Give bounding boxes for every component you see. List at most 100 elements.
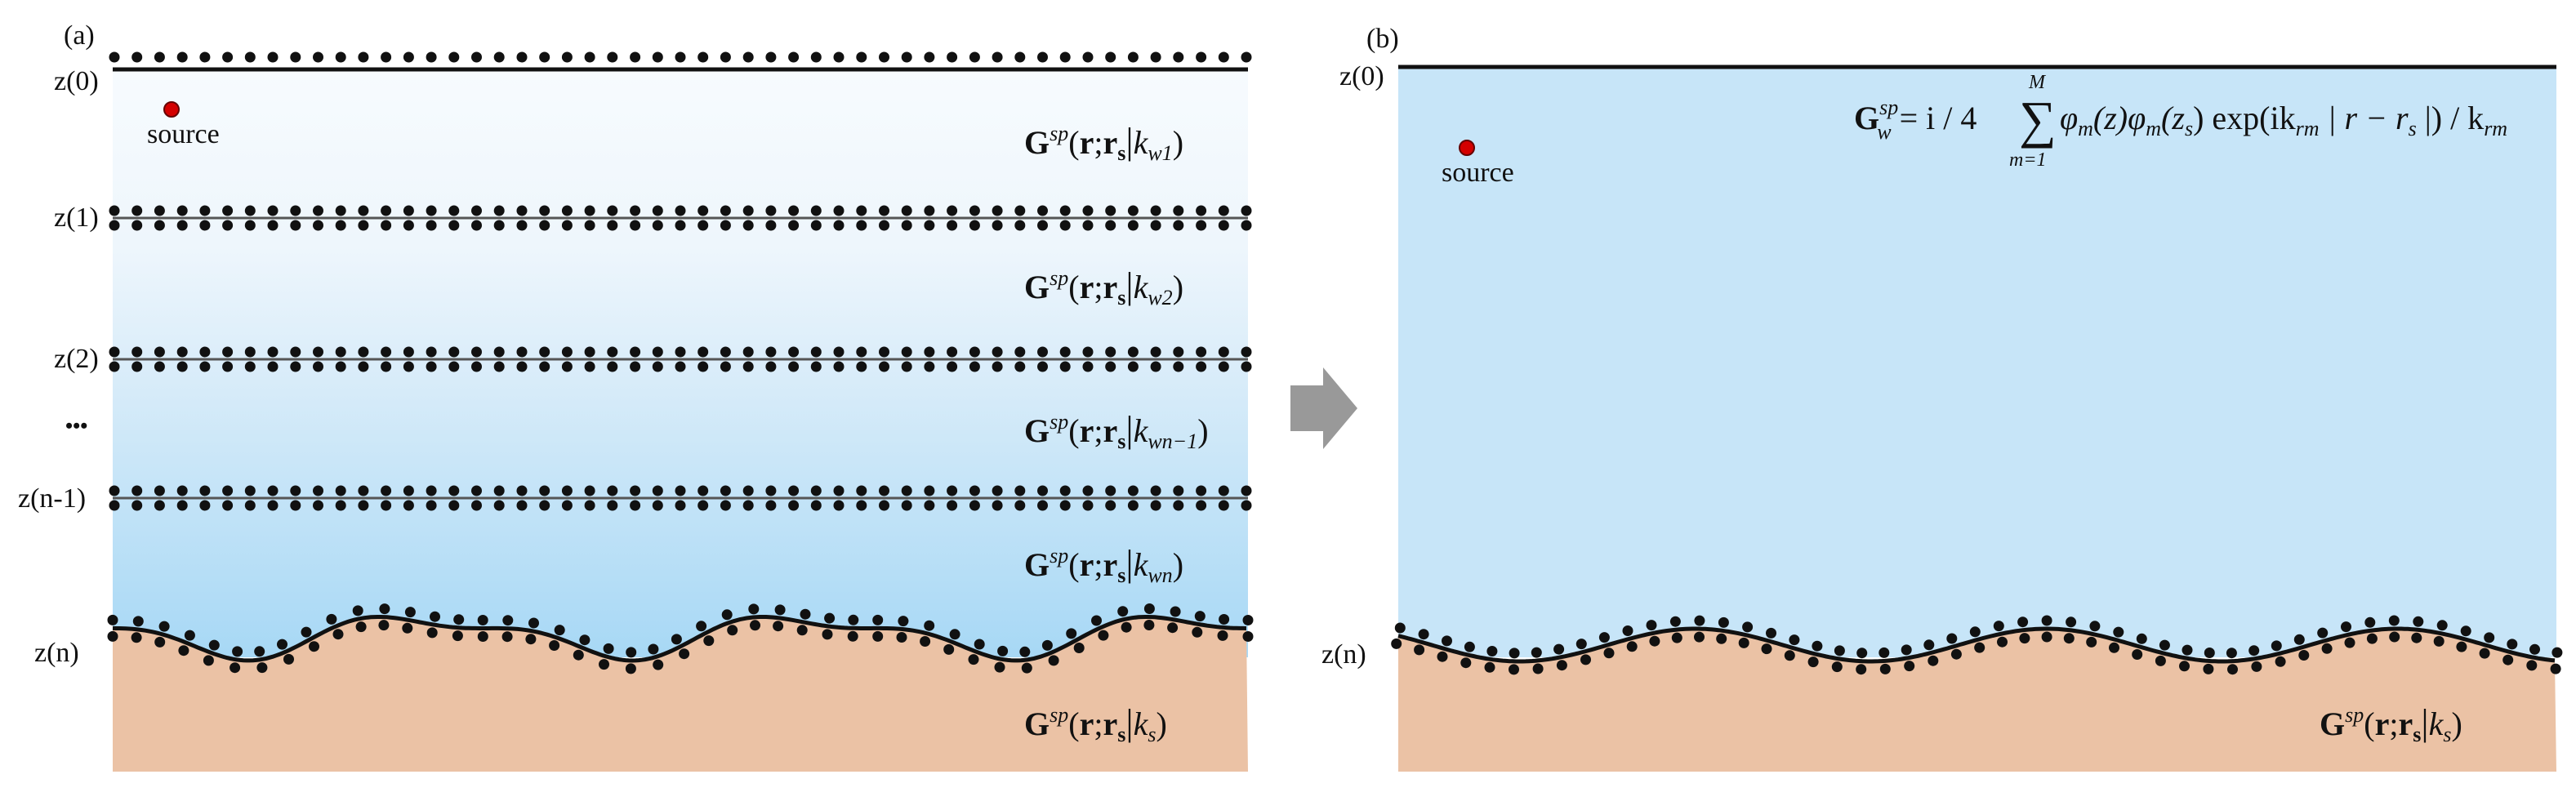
seabed-grid-point xyxy=(203,655,214,666)
seabed-grid-point xyxy=(800,608,811,620)
interface-grid-point xyxy=(879,500,889,511)
interface-grid-point xyxy=(1127,500,1139,511)
interface-grid-point xyxy=(267,346,279,358)
seabed-grid-point xyxy=(277,639,287,650)
interface-grid-point xyxy=(426,220,437,231)
seabed-grid-point xyxy=(2182,644,2193,656)
interface-grid-point xyxy=(584,220,595,231)
seabed-grid-point xyxy=(1486,646,1498,656)
interface-grid-point xyxy=(1173,205,1184,216)
interface-grid-point xyxy=(652,220,663,231)
interface-grid-point xyxy=(1037,220,1048,231)
interface-grid-point xyxy=(697,361,709,372)
seabed-grid-point xyxy=(2275,656,2286,667)
interface-grid-point xyxy=(584,346,595,358)
seabed-grid-point xyxy=(1143,620,1155,630)
surface-grid-point xyxy=(222,51,234,63)
interface-grid-point xyxy=(290,500,301,511)
surface-grid-point xyxy=(901,51,912,63)
interface-grid-point xyxy=(176,205,188,216)
interface-grid-point xyxy=(1082,205,1094,216)
interface-grid-point xyxy=(1218,346,1229,358)
interface-grid-point xyxy=(675,205,686,216)
interface-grid-point xyxy=(1196,500,1207,511)
seabed-grid-point xyxy=(898,616,909,627)
surface-grid-point xyxy=(358,51,369,63)
surface-grid-point xyxy=(675,51,686,63)
interface-grid-point xyxy=(222,346,234,358)
interface-grid-point xyxy=(1059,361,1071,372)
interface-grid-point xyxy=(516,205,528,216)
seabed-grid-point xyxy=(1993,621,2004,632)
surface-grid-point xyxy=(1241,51,1252,63)
seabed-grid-point xyxy=(477,615,488,625)
seabed-grid-point xyxy=(2529,643,2540,655)
interface-grid-point xyxy=(1105,220,1116,231)
interface-grid-point xyxy=(154,485,165,496)
seabed-grid-point xyxy=(184,630,195,641)
seabed-grid-point xyxy=(2526,660,2538,671)
seabed-grid-point xyxy=(2113,626,2124,638)
seabed-grid-point xyxy=(2413,616,2424,627)
seabed-grid-point xyxy=(2550,663,2561,674)
seabed-grid-point xyxy=(896,632,907,643)
seabed-grid-point xyxy=(2436,620,2448,631)
interface-grid-point xyxy=(1173,500,1184,511)
interface-grid-point xyxy=(697,346,709,358)
interface-grid-point xyxy=(1105,500,1116,511)
interface-grid-point xyxy=(720,205,731,216)
transition-arrow xyxy=(1290,367,1357,449)
interface-grid-point xyxy=(765,485,777,496)
seabed-grid-point xyxy=(2132,649,2143,660)
surface-grid-point xyxy=(652,51,663,63)
seabed-grid-point xyxy=(1509,648,1520,659)
seabed-grid-point xyxy=(579,634,591,646)
interface-grid-point xyxy=(1082,485,1094,496)
seabed-grid-point xyxy=(573,649,584,661)
seabed-grid-point xyxy=(154,636,166,648)
interface-grid-point xyxy=(358,205,369,216)
interface-grid-point xyxy=(244,220,256,231)
interface-grid-point xyxy=(381,361,392,372)
panel-b-green-term-sediment: Gsp(r;rs|ks) xyxy=(2320,701,2462,746)
interface-grid-point xyxy=(584,485,595,496)
interface-grid-point xyxy=(561,346,573,358)
seabed-grid-point xyxy=(2479,648,2490,659)
seabed-grid-point xyxy=(2317,627,2329,639)
seabed-grid-point xyxy=(1394,622,1406,634)
interface-grid-point xyxy=(901,220,912,231)
seabed-grid-point xyxy=(256,662,268,674)
seabed-grid-point xyxy=(773,621,784,632)
surface-grid-point xyxy=(448,51,460,63)
seabed-grid-point xyxy=(1192,626,1203,638)
interface-grid-point xyxy=(313,220,323,231)
interface-grid-point xyxy=(584,205,595,216)
interface-grid-point xyxy=(810,346,822,358)
svg-text:Gsp(r;rs|kw1): Gsp(r;rs|kw1) xyxy=(1024,120,1183,165)
seabed-grid-point xyxy=(748,603,760,615)
surface-grid-point xyxy=(313,51,323,63)
interface-grid-point xyxy=(788,500,800,511)
interface-grid-point xyxy=(607,485,618,496)
interface-grid-point xyxy=(810,220,822,231)
seabed-grid-point xyxy=(1928,655,1939,666)
interface-grid-point xyxy=(199,500,211,511)
interface-grid-point xyxy=(426,361,437,372)
interface-grid-point xyxy=(630,361,641,372)
seabed-grid-point xyxy=(430,611,440,622)
interface-grid-point xyxy=(335,500,346,511)
interface-grid-point xyxy=(1014,500,1026,511)
interface-grid-point xyxy=(358,485,369,496)
interface-grid-point xyxy=(1196,205,1207,216)
interface-grid-point xyxy=(403,205,414,216)
seabed-grid-point xyxy=(132,616,144,627)
svg-text:φm(z)φm(zs) exp(ikrm | r − rs: φm(z)φm(zs) exp(ikrm | r − rs |) / krm xyxy=(2060,100,2507,140)
interface-grid-point xyxy=(630,485,641,496)
interface-grid-point xyxy=(833,220,845,231)
interface-grid-point xyxy=(788,361,800,372)
surface-grid-point xyxy=(403,51,414,63)
interface-grid-point xyxy=(222,485,234,496)
seabed-grid-point xyxy=(1669,616,1681,627)
